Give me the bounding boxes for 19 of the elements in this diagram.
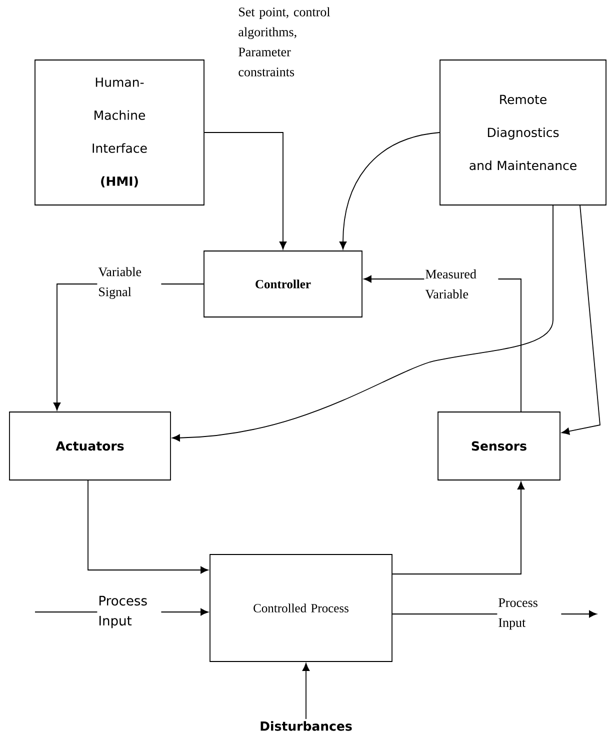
edge-label: Process Input bbox=[97, 594, 162, 630]
interface-box: Human- Machine Interface (HMI) bbox=[34, 60, 204, 206]
arrow bbox=[204, 132, 287, 250]
edge-label: Set point, control algorithms, Parameter constraints bbox=[237, 6, 348, 78]
edge-label: Variable Signal bbox=[97, 266, 162, 300]
diagnostics-box: Remote Diagnostics and Maintenance bbox=[440, 60, 606, 206]
arrow bbox=[302, 663, 310, 720]
edge-label: Measured Variable bbox=[424, 268, 498, 300]
disturbance-label: Disturbances bbox=[260, 721, 352, 731]
arrow bbox=[392, 482, 525, 574]
arrow bbox=[88, 480, 208, 574]
controller-box: Controller bbox=[204, 250, 362, 318]
arrow bbox=[562, 205, 600, 435]
arrow bbox=[339, 132, 440, 250]
process-box: Controlled Process bbox=[210, 554, 392, 662]
edge-label: Process Input bbox=[497, 597, 562, 631]
arrow bbox=[172, 205, 554, 442]
sensor-box: Sensors bbox=[438, 412, 560, 480]
actuator-box: Actuators bbox=[9, 412, 171, 480]
